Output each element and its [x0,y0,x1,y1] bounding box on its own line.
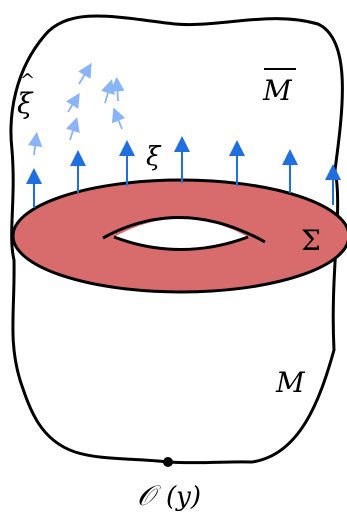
xi-hat-arrow [111,107,126,130]
xi-hat-arrow [101,79,115,104]
xi-hat-arrow [66,92,80,113]
xi-vector-field [26,136,341,208]
xi-hat-arrow [65,117,80,141]
xi-hat-vector-field [27,62,126,156]
label-m-bar: M [262,74,293,107]
label-xi: ξ [146,142,162,172]
orbit-point [163,457,173,467]
xi-hat-arrow [110,76,125,102]
sigma-torus [11,178,347,294]
label-orbit-arg: (y) [166,482,201,512]
manifold-outline [9,14,344,465]
label-xi-hat-mark: ^ [20,70,35,91]
torus-hole-lower-curve [113,235,249,251]
label-m: M [275,366,306,399]
torus-hole-upper-curve [102,216,266,244]
label-xi-hat: ξ [17,87,34,120]
label-sigma: Σ [301,224,321,257]
label-orbit-script: 𝒪 [137,479,161,512]
xi-hat-arrow [78,62,92,85]
xi-hat-arrow [27,131,43,156]
torus-hole [114,218,248,250]
